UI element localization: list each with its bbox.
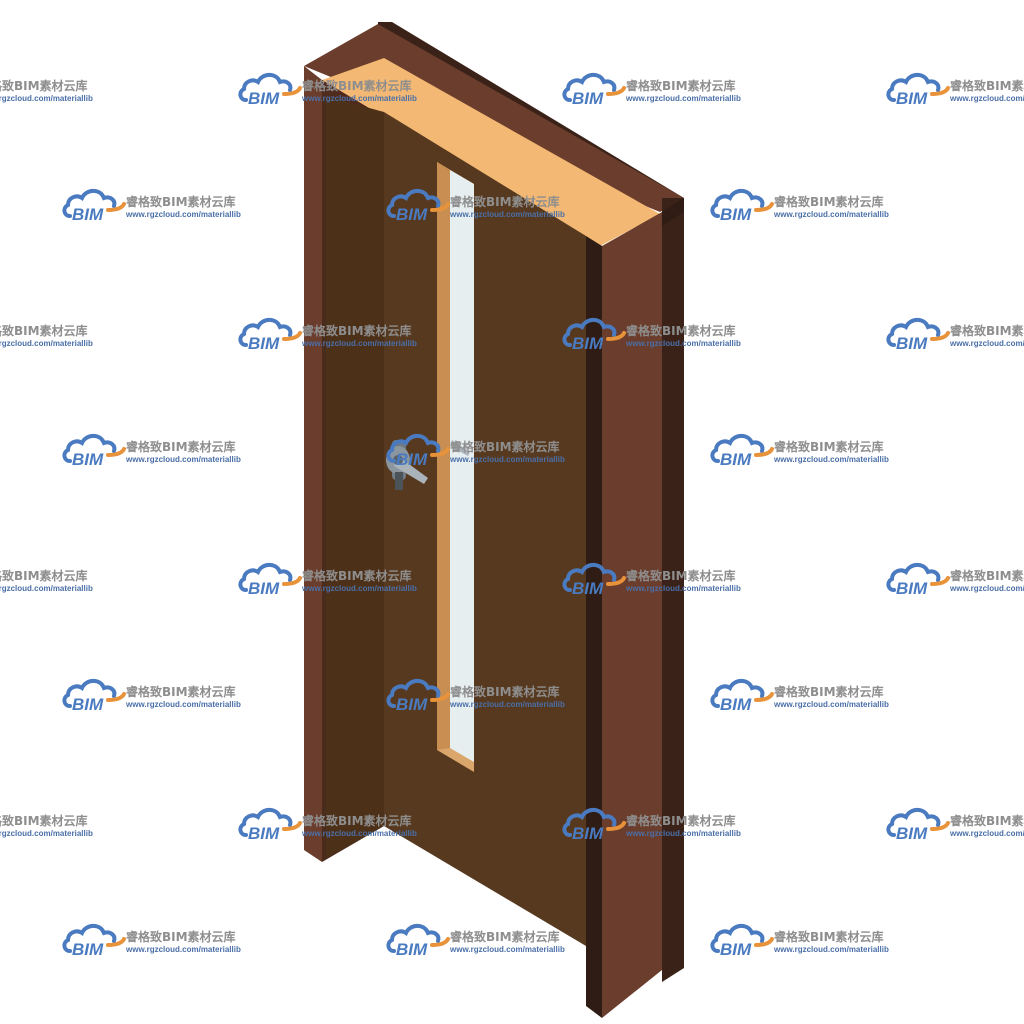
head-inner-soffit	[322, 58, 660, 246]
right-jamb-edge	[662, 198, 684, 226]
vision-glass-panel	[450, 170, 474, 762]
door-leaf-edge	[326, 96, 384, 858]
glass-inner-shadow	[437, 162, 450, 750]
left-jamb-face	[304, 66, 322, 862]
right-jamb-face	[602, 212, 662, 1018]
right-jamb-back	[662, 198, 684, 982]
door-leaf	[384, 112, 586, 946]
right-jamb-inner	[586, 236, 602, 1018]
